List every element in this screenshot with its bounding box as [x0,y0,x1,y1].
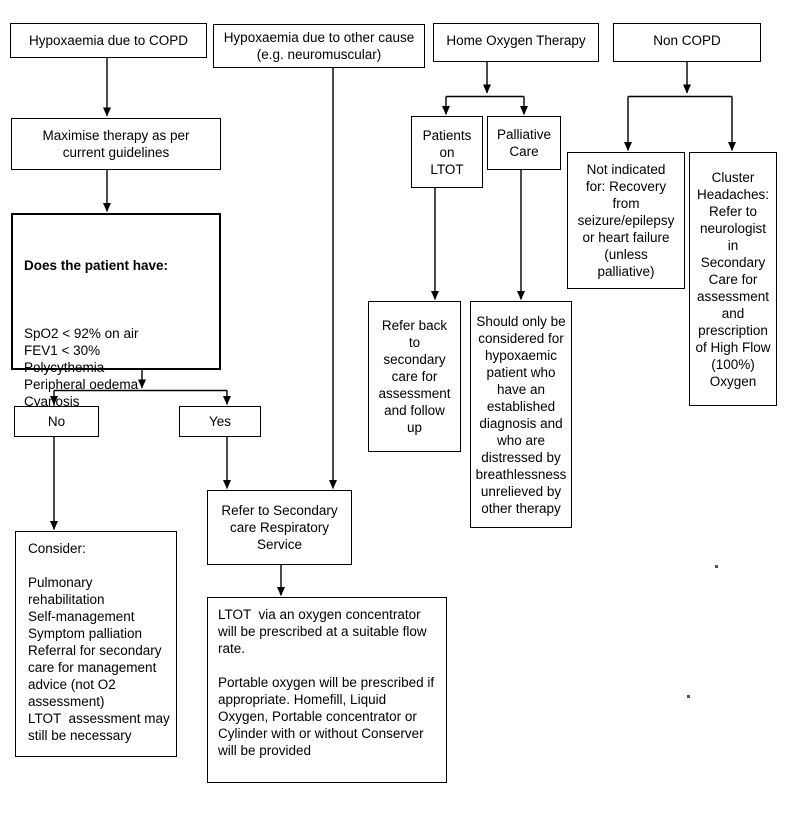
stray-dot-upper [715,565,718,568]
node-no: No [14,406,99,437]
node-yes: Yes [179,406,261,437]
node-should-only-be-considered: Should only be considered for hypoxaemic… [470,301,572,528]
node-hypoxaemia-other-cause: Hypoxaemia due to other cause (e.g. neur… [213,24,425,68]
node-does-patient-have: Does the patient have: SpO2 < 92% on air… [11,213,221,426]
node-refer-back-secondary: Refer back to secondary care for assessm… [368,301,461,452]
node-refer-secondary-care: Refer to Secondary care Respiratory Serv… [207,490,352,565]
node-patients-on-ltot: Patients on LTOT [411,116,483,188]
node-hypoxaemia-copd: Hypoxaemia due to COPD [10,23,207,58]
node-not-indicated: Not indicated for: Recovery from seizure… [567,152,685,289]
stray-dot-lower [687,695,690,698]
node-ltot-provision-details: LTOT via an oxygen concentrator will be … [207,597,447,783]
node-maximise-therapy: Maximise therapy as per current guidelin… [11,118,221,170]
question-title: Does the patient have: [24,258,169,273]
node-cluster-headaches: Cluster Headaches: Refer to neurologist … [689,152,777,406]
node-palliative-care: Palliative Care [487,116,561,170]
node-home-oxygen-therapy: Home Oxygen Therapy [433,23,599,62]
node-consider-options: Consider: Pulmonary rehabilitation Self-… [15,531,177,757]
node-non-copd: Non COPD [613,23,761,62]
